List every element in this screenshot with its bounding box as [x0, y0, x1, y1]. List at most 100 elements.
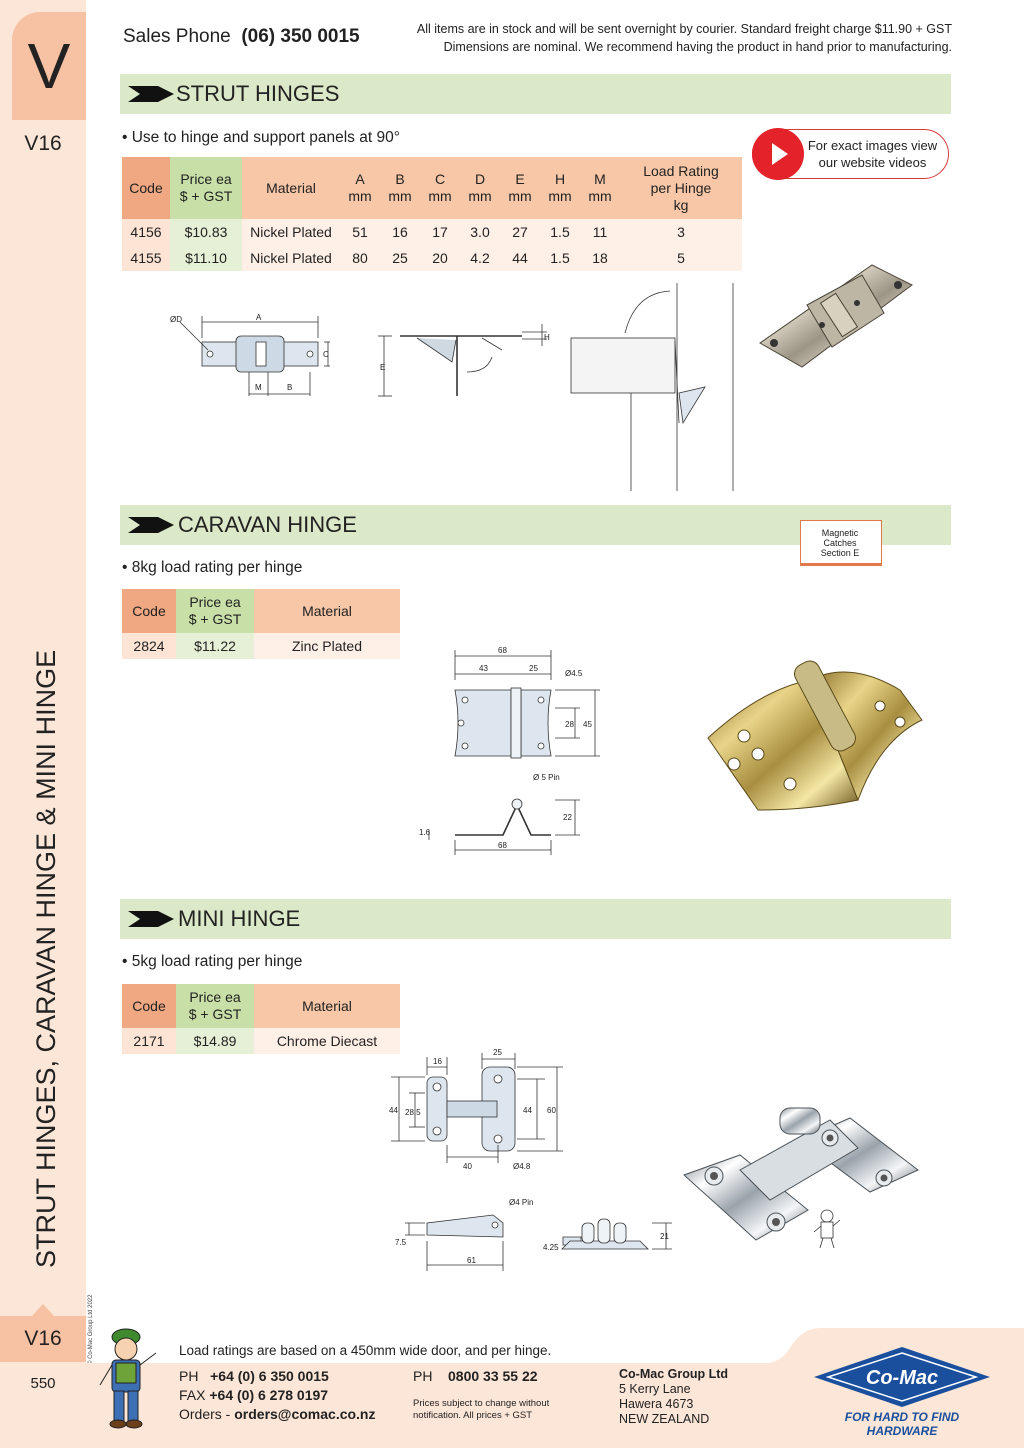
col-a: A mm [340, 157, 380, 219]
fax-label: FAX [179, 1387, 206, 1403]
cell-d: 4.2 [460, 245, 500, 271]
freephone-label: PH [413, 1368, 433, 1384]
cell-b: 16 [380, 219, 420, 245]
mini-bullet: • 5kg load rating per hinge [122, 953, 303, 970]
address-line-3: NEW ZEALAND [619, 1412, 710, 1426]
comac-logo-icon[interactable]: Co-Mac [812, 1345, 992, 1409]
mini-side-diagram: 21 [561, 1218, 672, 1250]
label-b: B [287, 383, 292, 392]
cell-price: $14.89 [176, 1028, 254, 1054]
col-c: C mm [420, 157, 460, 219]
notice-line-1: All items are in stock and will be sent … [416, 22, 952, 36]
cell-h: 1.5 [540, 219, 580, 245]
play-icon[interactable] [752, 128, 804, 180]
label-hole: Ø4.5 [565, 669, 583, 678]
mascot-icon [99, 1328, 157, 1429]
video-link-text[interactable]: For exact images view our website videos [807, 138, 938, 170]
label-21: 21 [660, 1232, 669, 1241]
sales-phone-number[interactable]: (06) 350 0015 [241, 26, 360, 47]
label-m: M [255, 383, 262, 392]
copyright-text: © Co-Mac Group Ltd 2022 [88, 1294, 94, 1365]
phone-label: PH [179, 1368, 199, 1384]
book-icon[interactable] [800, 520, 882, 566]
cell-material: Nickel Plated [242, 219, 340, 245]
label-hole: Ø4.8 [513, 1162, 531, 1171]
fax-number[interactable]: +64 (0) 6 278 0197 [209, 1387, 329, 1403]
cell-h: 1.5 [540, 245, 580, 271]
cell-e: 27 [500, 219, 540, 245]
arrow-chevron-icon [128, 517, 174, 533]
col-material: Material [242, 157, 340, 219]
orders-email[interactable]: orders@comac.co.nz [234, 1406, 376, 1422]
col-material: Material [254, 589, 400, 633]
sidebar [0, 0, 86, 1448]
sales-phone: Sales Phone (06) 350 0015 [123, 26, 360, 48]
section-code-bottom: V16 [0, 1304, 86, 1362]
cell-c: 20 [420, 245, 460, 271]
label-d: ØD [170, 315, 182, 324]
caravan-diagram: 68 43 25 Ø4.5 28 45 Ø 5 Pin 1.6 22 68 [419, 646, 600, 855]
prices-note: Prices subject to change without notific… [413, 1398, 550, 1421]
strut-top-view-diagram: ØD A C M B [170, 313, 330, 396]
label-16: 16 [433, 1057, 442, 1066]
sidebar-title: STRUT HINGES, CARAVAN HINGE & MINI HINGE [31, 649, 61, 1268]
col-price: Price ea $ + GST [170, 157, 242, 219]
cell-e: 44 [500, 245, 540, 271]
label-68: 68 [498, 646, 507, 655]
footer-fax: FAX +64 (0) 6 278 0197 [179, 1387, 328, 1403]
cell-material: Zinc Plated [254, 633, 400, 659]
caravan-title: CARAVAN HINGE [178, 512, 357, 537]
label-4-25: 4.25 [543, 1243, 559, 1252]
label-e: E [380, 363, 385, 372]
label-25: 25 [493, 1048, 502, 1057]
magnetic-catches-link[interactable]: Magnetic Catches Section E [820, 528, 860, 558]
sales-phone-label: Sales Phone [123, 26, 231, 47]
label-h: H [544, 333, 550, 342]
col-code: Code [122, 157, 170, 219]
logo-tagline: FOR HARD TO FIND HARDWARE [844, 1410, 960, 1438]
label-40: 40 [463, 1162, 472, 1171]
orders-label: Orders - [179, 1406, 231, 1422]
cell-price: $10.83 [170, 219, 242, 245]
cell-a: 80 [340, 245, 380, 271]
load-rating-note: Load ratings are based on a 450mm wide d… [179, 1343, 552, 1358]
section-code-top: V16 [24, 132, 62, 155]
notice-line-2: Dimensions are nominal. We recommend hav… [443, 40, 952, 54]
label-45: 45 [583, 720, 592, 729]
label-22: 22 [563, 813, 572, 822]
label-43: 43 [479, 664, 488, 673]
col-material: Material [254, 984, 400, 1028]
strut-bullet: • Use to hinge and support panels at 90° [122, 129, 400, 146]
cell-m: 18 [580, 245, 620, 271]
cell-m: 11 [580, 219, 620, 245]
cell-material: Nickel Plated [242, 245, 340, 271]
strut-section-header: STRUT HINGES [120, 74, 951, 114]
caravan-spec-table: Code Price ea $ + GST Material 2824 $11.… [122, 589, 400, 659]
col-b: B mm [380, 157, 420, 219]
cell-material: Chrome Diecast [254, 1028, 400, 1054]
label-44: 44 [389, 1106, 398, 1115]
col-code: Code [122, 984, 176, 1028]
company-name: Co-Mac Group Ltd [619, 1367, 729, 1381]
arrow-chevron-icon [128, 86, 174, 102]
label-a: A [256, 313, 262, 322]
company-address: Co-Mac Group Ltd 5 Kerry Lane Hawera 467… [619, 1367, 728, 1427]
cell-load: 3 [620, 219, 742, 245]
label-pin: Ø 5 Pin [533, 773, 560, 782]
table-header-row: Code Price ea $ + GST Material A mm B mm… [122, 157, 742, 219]
phone-number[interactable]: +64 (0) 6 350 0015 [210, 1368, 329, 1384]
cell-load: 5 [620, 245, 742, 271]
col-price: Price ea $ + GST [176, 589, 254, 633]
strut-spec-table: Code Price ea $ + GST Material A mm B mm… [122, 157, 742, 271]
table-row: 2171 $14.89 Chrome Diecast [122, 1028, 400, 1054]
label-60: 60 [547, 1106, 556, 1115]
caravan-hinge-image [707, 660, 923, 811]
label-68-bottom: 68 [498, 841, 507, 850]
col-price: Price ea $ + GST [176, 984, 254, 1028]
cell-price: $11.22 [176, 633, 254, 659]
cell-code: 4156 [122, 219, 170, 245]
col-h: H mm [540, 157, 580, 219]
mini-diagram: 16 25 44 28.5 44 60 40 Ø4.8 Ø4 Pin 7.5 6… [389, 1048, 582, 1271]
freephone-number[interactable]: 0800 33 55 22 [448, 1368, 538, 1384]
cell-code: 2171 [122, 1028, 176, 1054]
